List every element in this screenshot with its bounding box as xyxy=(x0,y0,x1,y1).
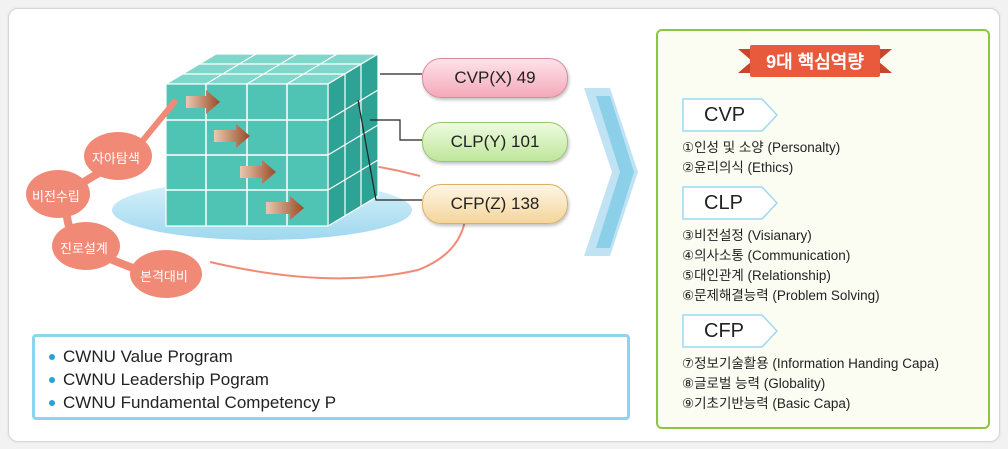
cfp-tab xyxy=(682,314,778,348)
panel-title: 9대 핵심역량 xyxy=(766,52,864,72)
bullet-icon xyxy=(49,376,55,383)
bullet-icon xyxy=(49,353,55,360)
cube-arrow-3 xyxy=(240,160,276,184)
title-ribbon xyxy=(738,45,892,77)
competency-item: ⑥문제해결능력 (Problem Solving) xyxy=(682,288,880,303)
bubble-pointer xyxy=(137,98,179,146)
cfp-tab-label: CFP xyxy=(704,319,744,342)
competency-panel xyxy=(656,29,990,429)
competency-item: ⑨기초기반능력 (Basic Capa) xyxy=(682,396,851,411)
legend-item: CWNU Leadership Pogram xyxy=(49,368,613,391)
cube-arrow-4 xyxy=(266,196,304,220)
competency-item: ⑧글로벌 능력 (Globality) xyxy=(682,376,826,391)
connector-curve xyxy=(209,199,468,280)
legend-item-label: CWNU Fundamental Competency P xyxy=(63,393,337,412)
bubble-3 xyxy=(52,222,120,270)
chevron-arrow-inner xyxy=(596,96,634,248)
competency-item: ①인성 및 소양 (Personalty) xyxy=(682,140,841,155)
legend-item-label: CWNU Value Program xyxy=(63,347,233,366)
competency-item: ④의사소통 (Communication) xyxy=(682,248,851,263)
bubble-label-1: 자아탐색 xyxy=(92,151,140,166)
cvp-axis-pill: CVP(X) 49 xyxy=(422,58,568,98)
cfp-axis-pill: CFP(Z) 138 xyxy=(422,184,568,224)
cvp-tab-label: CVP xyxy=(704,103,746,126)
leader-lines xyxy=(357,73,422,201)
competency-item: ③비전설정 (Visianary) xyxy=(682,228,812,243)
cvp-tab xyxy=(682,98,778,132)
bullet-icon xyxy=(49,399,55,406)
legend-item: CWNU Value Program xyxy=(49,345,613,368)
clp-axis-pill: CLP(Y) 101 xyxy=(422,122,568,162)
cube-arrow-2 xyxy=(214,124,250,148)
competency-item: ②윤리의식 (Ethics) xyxy=(682,160,794,175)
bubble-label-3: 진로설계 xyxy=(60,241,108,256)
cube-top-grid xyxy=(183,53,361,85)
legend-item: CWNU Fundamental Competency P xyxy=(49,391,613,414)
program-legend: CWNU Value Program CWNU Leadership Pogra… xyxy=(32,334,630,420)
cube-diagram xyxy=(26,52,638,298)
competency-item: ⑦정보기술활용 (Information Handing Capa) xyxy=(682,356,939,371)
bubble-4 xyxy=(130,250,202,298)
clp-tab xyxy=(682,186,778,220)
cube-arrow-1 xyxy=(186,90,220,114)
bubble-label-4: 본격대비 xyxy=(140,269,188,284)
clp-tab-label: CLP xyxy=(704,191,743,214)
bubble-label-2: 비전수립 xyxy=(32,189,80,204)
bubble-2 xyxy=(26,170,90,218)
competency-item: ⑤대인관계 (Relationship) xyxy=(682,268,831,283)
legend-item-label: CWNU Leadership Pogram xyxy=(63,370,269,389)
bubble-1 xyxy=(84,132,152,180)
